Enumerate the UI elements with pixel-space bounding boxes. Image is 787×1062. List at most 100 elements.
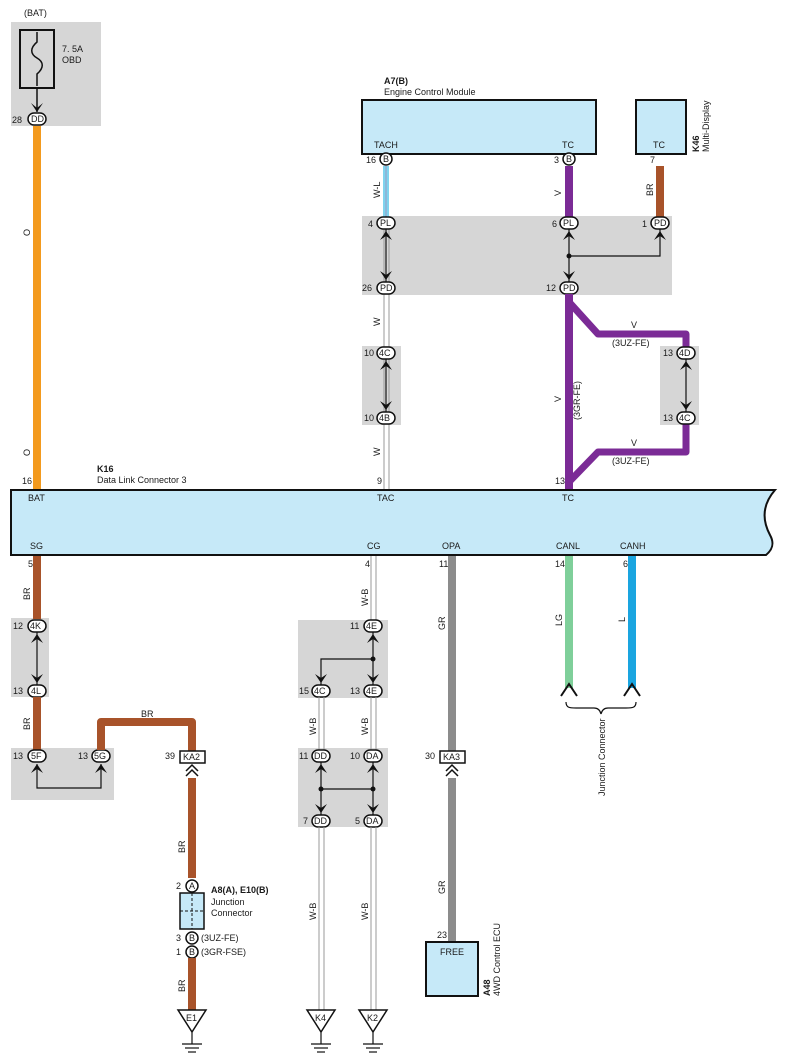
jc-conn-b1 xyxy=(185,931,199,945)
wire-wb-1: W-B xyxy=(308,718,318,735)
fuse-name: OBD xyxy=(62,55,82,65)
arrow-down-icon xyxy=(31,674,43,683)
jc-conn-a-label: A xyxy=(189,881,195,891)
dlc-box xyxy=(10,489,778,556)
wire-br-top: BR xyxy=(141,709,154,719)
ecm-tach-label: TACH xyxy=(374,140,398,150)
conn-4c-right xyxy=(676,411,696,425)
jc-name-2: Connector xyxy=(211,908,253,918)
dlc-pin-cg: 4 xyxy=(365,559,370,569)
pin-pd-multi: 1 xyxy=(642,219,647,229)
wire-br-e1-label: BR xyxy=(177,979,187,992)
wire-3uz-lower: (3UZ-FE) xyxy=(612,456,650,466)
arrow-down-icon xyxy=(367,804,379,813)
wire-w-l: W-L xyxy=(372,182,382,198)
wire-lg xyxy=(565,556,573,688)
ecm-name: Engine Control Module xyxy=(384,87,476,97)
wire-3gr-fe: (3GR-FE) xyxy=(572,381,582,420)
brace-icon xyxy=(565,701,637,715)
ecu-code: A48 xyxy=(482,979,492,996)
multi-display-tc-label: TC xyxy=(653,140,665,150)
wire-gr-label-2: GR xyxy=(437,880,447,894)
pin-4k: 12 xyxy=(13,621,23,631)
arrow-up-icon xyxy=(380,231,392,240)
conn-4l-label: 4L xyxy=(31,686,41,696)
pin-dd-1: 11 xyxy=(299,751,308,761)
pin-4e-2: 13 xyxy=(350,686,360,696)
ground-k2-icon xyxy=(357,1009,389,1034)
jc-conn-b1-label: B xyxy=(189,933,195,943)
jc-pin-b2: 1 xyxy=(176,947,181,957)
ecu-pin: 23 xyxy=(437,930,447,940)
fuse-icon xyxy=(31,32,43,86)
pin-da-2: 5 xyxy=(355,816,360,826)
conn-pd-tach-label: PD xyxy=(380,283,393,293)
ecm-tc-connector-label: B xyxy=(566,154,572,164)
right-junction-panel xyxy=(660,346,699,425)
arrow-down-icon xyxy=(315,804,327,813)
conn-dd-2 xyxy=(311,814,331,828)
conn-da-1-label: DA xyxy=(366,751,379,761)
chevron-up-icon xyxy=(185,763,199,777)
jc-conn-a xyxy=(185,879,199,893)
conn-pd-multi-label: PD xyxy=(654,218,667,228)
fuse-connector xyxy=(27,112,47,126)
conn-4e-2 xyxy=(363,684,383,698)
pin-4c-right: 13 xyxy=(663,413,673,423)
ground-k4-icon xyxy=(305,1009,337,1034)
fuse-pin: 28 xyxy=(12,115,22,125)
wire-v-1: V xyxy=(553,190,563,196)
pin-pd-tc: 12 xyxy=(546,283,556,293)
jc-pin-a: 2 xyxy=(176,881,181,891)
conn-dd-1-label: DD xyxy=(314,751,327,761)
wire-v-2: V xyxy=(553,396,563,402)
arrow-down-icon xyxy=(380,271,392,280)
conn-da-2 xyxy=(363,814,383,828)
conn-4e-2-label: 4E xyxy=(366,686,377,696)
wire-wb-4: W-B xyxy=(360,903,370,920)
jc-note-b1: (3UZ-FE) xyxy=(201,933,239,943)
wire-br-ka2-label: BR xyxy=(177,840,187,853)
ecm-tc-pin: 3 xyxy=(554,155,559,165)
multi-display-pin: 7 xyxy=(650,155,655,165)
conn-4c-cg-label: 4C xyxy=(314,686,326,696)
dlc-pin-opa: 11 xyxy=(439,559,448,569)
bat-label: (BAT) xyxy=(24,8,47,18)
jc-pin-b1: 3 xyxy=(176,933,181,943)
conn-4c-right-label: 4C xyxy=(679,413,691,423)
conn-pd-tach xyxy=(376,281,396,295)
ecu-name: 4WD Control ECU xyxy=(492,923,502,996)
ecm-tc-label: TC xyxy=(562,140,574,150)
wire-wb-3: W-B xyxy=(308,903,318,920)
arrow-up-icon xyxy=(680,361,692,370)
jc-conn-b2-label: B xyxy=(189,947,195,957)
wire-br-sg-label-2: BR xyxy=(22,717,32,730)
arrow-down-icon xyxy=(563,271,575,280)
dlc-label-opa: OPA xyxy=(442,541,460,551)
arrow-down-icon xyxy=(380,401,392,410)
wire-w-2: W xyxy=(372,447,382,456)
wire-wb-cg: W-B xyxy=(360,589,370,606)
multi-display-code: K46 xyxy=(691,135,701,152)
pin-4c-mid: 10 xyxy=(364,348,374,358)
dlc-label-sg: SG xyxy=(30,541,43,551)
conn-ka2 xyxy=(179,750,206,764)
wire-br-multi-label: BR xyxy=(645,183,655,196)
wire-br-ka2 xyxy=(188,778,196,878)
conn-pl-tc-label: PL xyxy=(563,218,574,228)
conn-pl-tach-label: PL xyxy=(380,218,391,228)
pin-ka3: 30 xyxy=(425,751,435,761)
conn-4d-right-label: 4D xyxy=(679,348,691,358)
fuse-amp: 7. 5A xyxy=(62,44,83,54)
ecm-code: A7(B) xyxy=(384,76,408,86)
conn-5f-label: 5F xyxy=(31,751,42,761)
wire-v-upper: V xyxy=(631,320,637,330)
pin-4d-right: 13 xyxy=(663,348,673,358)
pin-4e-1: 11 xyxy=(350,621,359,631)
conn-dd-2-label: DD xyxy=(314,816,327,826)
conn-5g-label: 5G xyxy=(94,751,106,761)
conn-4b-mid xyxy=(376,411,396,425)
arrow-up-icon xyxy=(367,764,379,773)
conn-4k-label: 4K xyxy=(30,621,41,631)
multi-display-box xyxy=(635,99,687,155)
